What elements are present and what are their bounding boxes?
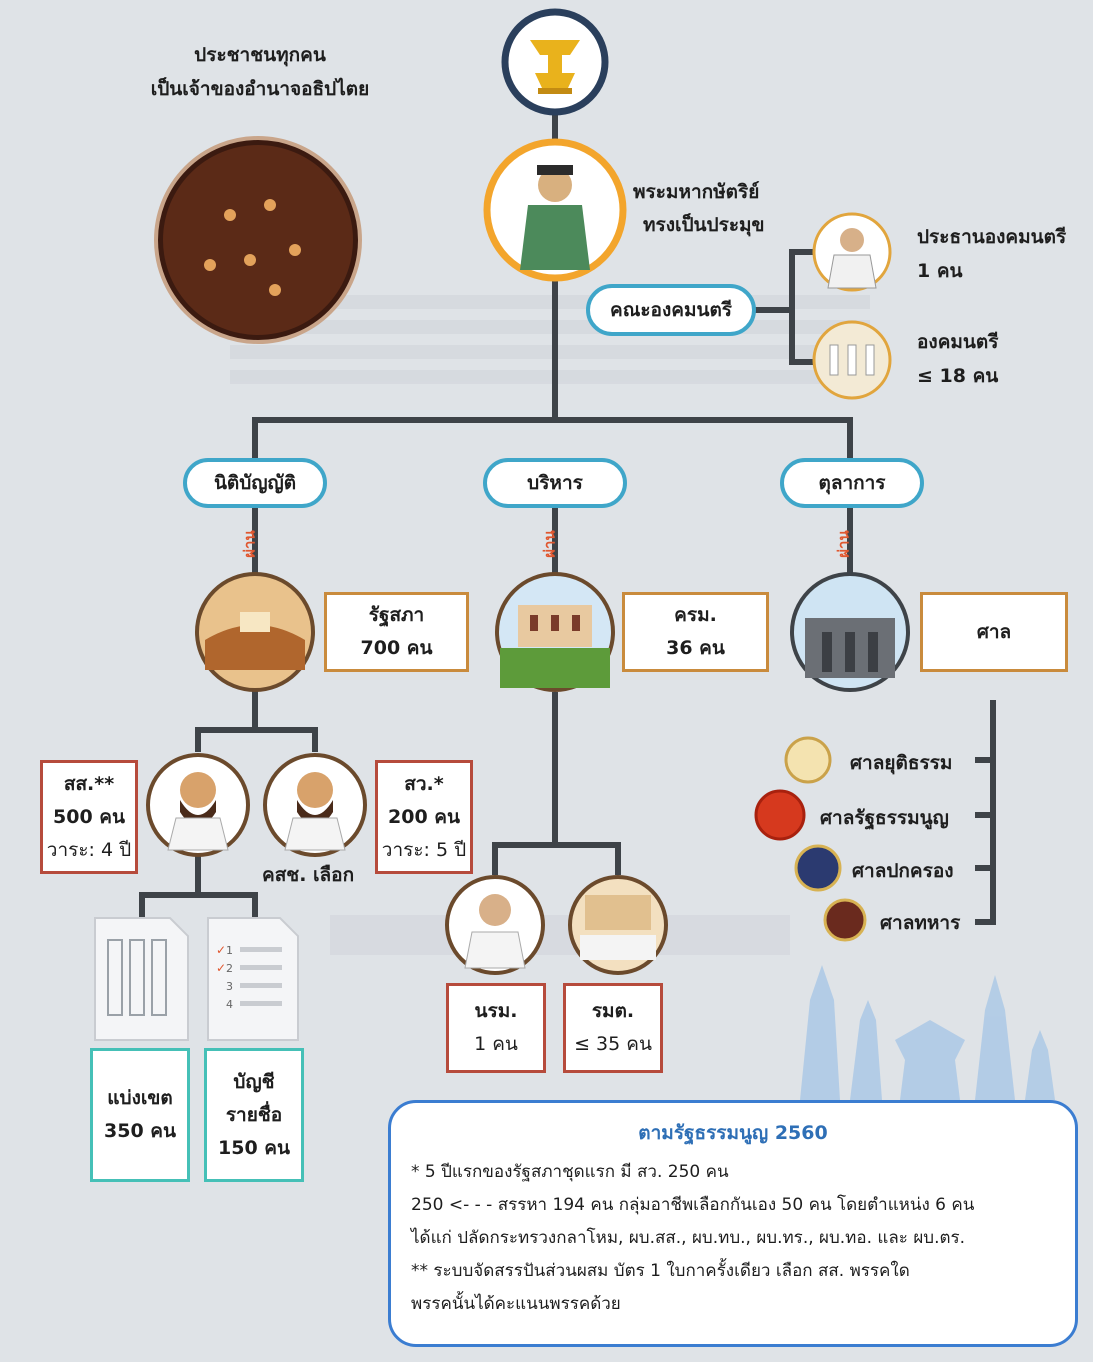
note-line5: พรรคนั้นได้คะแนนพรรคด้วย [411, 1294, 621, 1314]
court-name: ศาล [976, 620, 1012, 643]
via-label-legislative: ผ่าน [240, 530, 259, 558]
checklist-number-4: 4 [226, 998, 233, 1011]
ministers-box: รมต. ≤ 35 คน [563, 983, 663, 1073]
people-caption: ประชาชนทุกคน เป็นเจ้าของอำนาจอธิปไตย [110, 38, 410, 106]
mp-count: 500 คน [53, 805, 125, 828]
checklist-number-1: 1 [226, 944, 233, 957]
note-line3: ได้แก่ ปลัดกระทรวงกลาโหม, ผบ.สส., ผบ.ทบ.… [411, 1228, 966, 1248]
ministers-name: รมต. [591, 1000, 635, 1022]
privy-president-count: 1 คน [917, 260, 963, 282]
pm-box: นรม. 1 คน [446, 983, 546, 1073]
checklist-number-2: 2 [226, 962, 233, 975]
constituency-box: แบ่งเขต 350 คน [90, 1048, 190, 1182]
connector-lines [139, 108, 996, 925]
privy-president-portrait [812, 212, 892, 292]
government-house-image [495, 572, 615, 692]
court-box: ศาล [920, 592, 1068, 672]
administrative-court-label: ศาลปกครอง [852, 860, 954, 882]
note-line1: * 5 ปีแรกของรัฐสภาชุดแรก มี สว. 250 คน [411, 1162, 729, 1182]
people-line2: เป็นเจ้าของอำนาจอธิปไตย [150, 78, 370, 100]
check-2: ✓ [216, 961, 226, 975]
skyline-decoration [800, 965, 1055, 1100]
party-list-line3: 150 คน [218, 1136, 290, 1159]
pm-count: 1 คน [474, 1033, 518, 1055]
parliament-image [195, 572, 315, 692]
senator-count: 200 คน [388, 805, 460, 828]
military-court-label: ศาลทหาร [880, 912, 961, 934]
privy-members-portrait [812, 320, 892, 400]
court-of-justice-label: ศาลยุติธรรม [850, 752, 953, 774]
cabinet-name: ครม. [674, 604, 717, 626]
mp-box: สส.** 500 คน วาระ: 4 ปี [40, 760, 138, 874]
king-portrait [483, 138, 627, 282]
via-label-judicial: ผ่าน [834, 530, 853, 558]
party-list-checklist-icon: ✓ 1 ✓ 2 3 4 [207, 917, 299, 1041]
senator-portrait [263, 753, 367, 857]
ministers-portrait [568, 875, 668, 975]
court-image [790, 572, 910, 692]
parliament-name: รัฐสภา [368, 604, 425, 626]
party-list-line2: รายชื่อ [225, 1103, 283, 1126]
parliament-count: 700 คน [360, 637, 433, 659]
military-court-emblem [823, 898, 867, 942]
senator-box: สว.* 200 คน วาระ: 5 ปี [375, 760, 473, 874]
constitutional-court-emblem [754, 789, 806, 841]
constitutional-court-label: ศาลรัฐธรรมนูญ [820, 807, 949, 829]
mp-term: วาระ: 4 ปี [46, 838, 132, 861]
legislative-pill: นิติบัญญัติ [183, 458, 327, 508]
privy-members-count: ≤ 18 คน [917, 365, 999, 387]
king-line2: ทรงเป็นประมุข [643, 214, 765, 236]
crowd-image [154, 136, 362, 344]
privy-president-title: ประธานองคมนตรี [917, 226, 1067, 248]
constituency-document-icon [94, 917, 189, 1041]
court-of-justice-emblem [784, 736, 832, 784]
cabinet-count: 36 คน [666, 637, 725, 659]
privy-members-caption: องคมนตรี ≤ 18 คน [917, 325, 1087, 393]
people-line1: ประชาชนทุกคน [194, 44, 326, 66]
constituency-line1: แบ่งเขต [107, 1087, 173, 1109]
cabinet-box: ครม. 36 คน [622, 592, 769, 672]
checklist-number-3: 3 [226, 980, 233, 993]
judicial-pill: ตุลาการ [780, 458, 924, 508]
king-line1: พระมหากษัตริย์ [633, 181, 760, 203]
mp-portrait [146, 753, 250, 857]
pedestal-tray-emblem [501, 8, 609, 116]
check-1: ✓ [216, 943, 226, 957]
administrative-court-emblem [794, 844, 842, 892]
constitution-note-box: ตามรัฐธรรมนูญ 2560 * 5 ปีแรกของรัฐสภาชุด… [388, 1100, 1078, 1347]
senator-term: วาระ: 5 ปี [381, 838, 467, 861]
senator-selected-by: คสช. เลือก [262, 864, 355, 886]
via-label-executive: ผ่าน [540, 530, 559, 558]
king-caption: พระมหากษัตริย์ ทรงเป็นประมุข [633, 176, 823, 242]
parliament-box: รัฐสภา 700 คน [324, 592, 469, 672]
party-list-line1: บัญชี [233, 1070, 275, 1093]
privy-members-title: องคมนตรี [917, 331, 999, 353]
party-list-box: บัญชี รายชื่อ 150 คน [204, 1048, 304, 1182]
note-line4: ** ระบบจัดสรรปันส่วนผสม บัตร 1 ใบกาครั้ง… [411, 1261, 910, 1281]
senator-name: สว.* [404, 772, 444, 795]
note-title: ตามรัฐธรรมนูญ 2560 [638, 1122, 828, 1144]
pm-name: นรม. [474, 1000, 518, 1022]
privy-president-caption: ประธานองคมนตรี 1 คน [917, 220, 1087, 288]
ministers-count: ≤ 35 คน [574, 1033, 652, 1055]
constituency-line2: 350 คน [104, 1120, 176, 1142]
executive-pill: บริหาร [483, 458, 627, 508]
pm-portrait [445, 875, 545, 975]
mp-name: สส.** [63, 772, 115, 795]
note-line2: 250 <- - - สรรหา 194 คน กลุ่มอาชีพเลือกก… [411, 1195, 975, 1215]
privy-council-pill: คณะองคมนตรี [586, 284, 756, 336]
